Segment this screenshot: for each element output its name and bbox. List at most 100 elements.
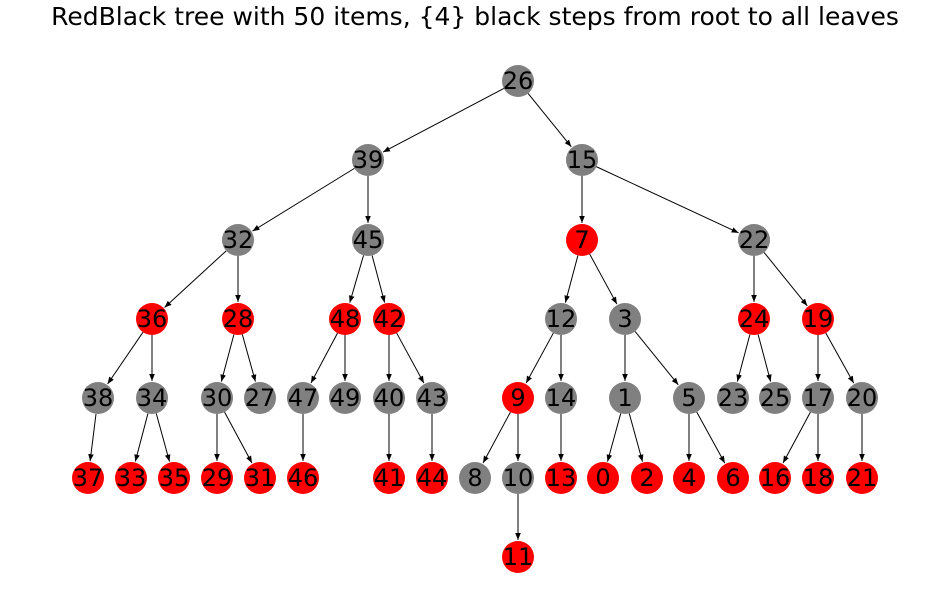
tree-node-18: 18 bbox=[802, 462, 834, 494]
node-label: 13 bbox=[546, 464, 577, 492]
node-label: 29 bbox=[202, 464, 233, 492]
black-node-circle bbox=[717, 382, 749, 414]
tree-node-22: 22 bbox=[738, 224, 770, 256]
red-node-circle bbox=[201, 462, 233, 494]
node-label: 7 bbox=[574, 226, 589, 254]
tree-node-29: 29 bbox=[201, 462, 233, 494]
node-label: 47 bbox=[288, 384, 319, 412]
tree-node-19: 19 bbox=[802, 303, 834, 335]
node-label: 35 bbox=[159, 464, 190, 492]
red-node-circle bbox=[158, 462, 190, 494]
edge-17-to-16 bbox=[782, 411, 811, 464]
edge-22-to-19 bbox=[763, 252, 808, 307]
red-node-circle bbox=[373, 462, 405, 494]
edge-3-to-5 bbox=[634, 331, 679, 386]
tree-node-27: 27 bbox=[244, 382, 276, 414]
node-label: 30 bbox=[202, 384, 233, 412]
tree-node-45: 45 bbox=[352, 224, 384, 256]
black-node-circle bbox=[352, 144, 384, 176]
node-label: 26 bbox=[503, 67, 534, 95]
node-label: 17 bbox=[803, 384, 834, 412]
edge-28-to-27 bbox=[241, 334, 257, 382]
red-node-circle bbox=[502, 541, 534, 573]
node-label: 4 bbox=[681, 464, 696, 492]
tree-node-32: 32 bbox=[222, 224, 254, 256]
tree-node-48: 48 bbox=[329, 303, 361, 335]
black-node-circle bbox=[545, 303, 577, 335]
black-node-circle bbox=[287, 382, 319, 414]
tree-node-25: 25 bbox=[759, 382, 791, 414]
black-node-circle bbox=[759, 382, 791, 414]
node-label: 36 bbox=[137, 305, 168, 333]
tree-node-44: 44 bbox=[416, 462, 448, 494]
edge-34-to-35 bbox=[155, 413, 171, 462]
black-node-circle bbox=[82, 382, 114, 414]
node-label: 21 bbox=[847, 464, 878, 492]
tree-node-26: 26 bbox=[502, 65, 534, 97]
node-label: 22 bbox=[739, 226, 770, 254]
black-node-circle bbox=[545, 382, 577, 414]
edges-group bbox=[88, 88, 865, 540]
red-node-circle bbox=[566, 224, 598, 256]
black-node-circle bbox=[846, 382, 878, 414]
tree-node-1: 1 bbox=[609, 382, 641, 414]
black-node-circle bbox=[609, 382, 641, 414]
node-label: 3 bbox=[617, 305, 632, 333]
tree-node-35: 35 bbox=[158, 462, 190, 494]
edge-38-to-37 bbox=[88, 413, 97, 462]
black-node-circle bbox=[459, 462, 491, 494]
edge-12-to-9 bbox=[525, 332, 554, 384]
edge-28-to-30 bbox=[220, 334, 235, 382]
red-node-circle bbox=[846, 462, 878, 494]
tree-node-4: 4 bbox=[673, 462, 705, 494]
red-node-circle bbox=[287, 462, 319, 494]
node-label: 44 bbox=[417, 464, 448, 492]
red-node-circle bbox=[329, 303, 361, 335]
red-node-circle bbox=[802, 462, 834, 494]
black-node-circle bbox=[136, 382, 168, 414]
red-node-circle bbox=[416, 462, 448, 494]
node-label: 34 bbox=[137, 384, 168, 412]
edge-1-to-2 bbox=[628, 413, 644, 462]
red-node-circle bbox=[802, 303, 834, 335]
tree-node-6: 6 bbox=[717, 462, 749, 494]
tree-node-47: 47 bbox=[287, 382, 319, 414]
edge-45-to-42 bbox=[371, 255, 386, 303]
edge-19-to-20 bbox=[825, 332, 855, 384]
edge-34-to-33 bbox=[134, 413, 149, 462]
node-label: 40 bbox=[374, 384, 405, 412]
diagram-title: RedBlack tree with 50 items, {4} black s… bbox=[51, 2, 899, 31]
tree-node-20: 20 bbox=[846, 382, 878, 414]
tree-node-10: 10 bbox=[502, 462, 534, 494]
tree-node-3: 3 bbox=[609, 303, 641, 335]
tree-node-8: 8 bbox=[459, 462, 491, 494]
tree-node-7: 7 bbox=[566, 224, 598, 256]
red-node-circle bbox=[136, 303, 168, 335]
red-node-circle bbox=[502, 382, 534, 414]
tree-node-42: 42 bbox=[373, 303, 405, 335]
node-label: 24 bbox=[739, 305, 770, 333]
node-label: 48 bbox=[330, 305, 361, 333]
tree-node-2: 2 bbox=[631, 462, 663, 494]
tree-node-46: 46 bbox=[287, 462, 319, 494]
black-node-circle bbox=[802, 382, 834, 414]
node-label: 42 bbox=[374, 305, 405, 333]
black-node-circle bbox=[244, 382, 276, 414]
black-node-circle bbox=[609, 303, 641, 335]
node-label: 49 bbox=[330, 384, 361, 412]
node-label: 9 bbox=[510, 384, 525, 412]
node-label: 41 bbox=[374, 464, 405, 492]
black-node-circle bbox=[502, 462, 534, 494]
tree-node-28: 28 bbox=[222, 303, 254, 335]
edge-9-to-8 bbox=[482, 411, 511, 464]
red-node-circle bbox=[115, 462, 147, 494]
black-node-circle bbox=[201, 382, 233, 414]
red-node-circle bbox=[738, 303, 770, 335]
black-node-circle bbox=[373, 382, 405, 414]
red-node-circle bbox=[587, 462, 619, 494]
red-node-circle bbox=[545, 462, 577, 494]
node-label: 2 bbox=[639, 464, 654, 492]
red-node-circle bbox=[244, 462, 276, 494]
